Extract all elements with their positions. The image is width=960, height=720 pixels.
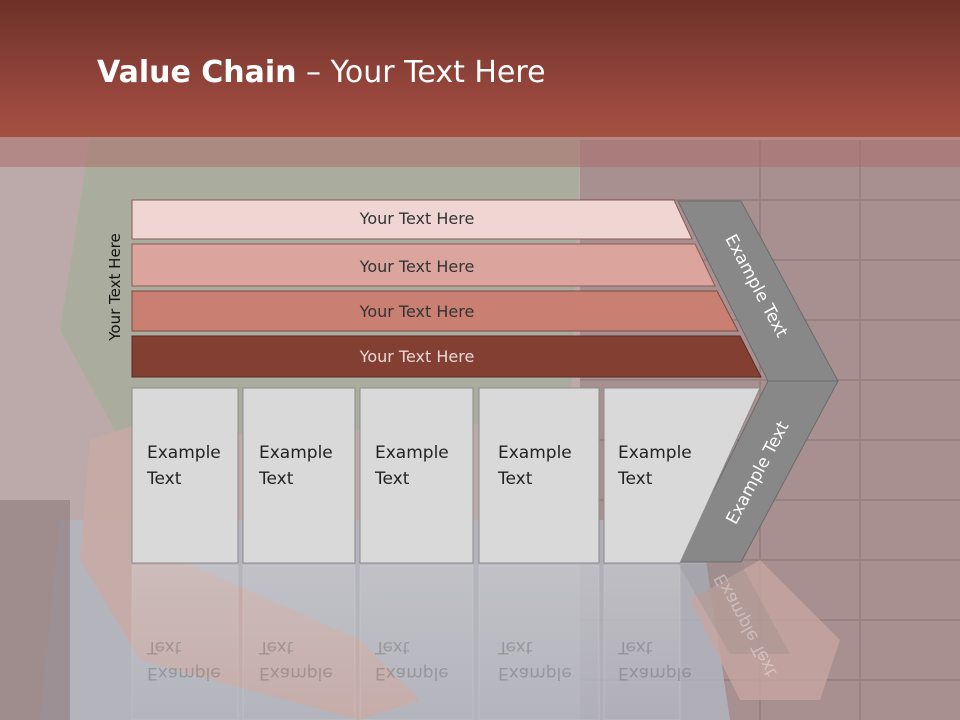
box-1-line2: Text [147,469,182,489]
box-2-line2-refl: Text [259,637,294,657]
box-4[interactable] [478,387,600,564]
bar-3-label: Your Text Here [359,302,475,321]
box-1-reflection [131,564,239,720]
title-rest: – Your Text Here [296,55,546,90]
box-3-line2-refl: Text [375,637,410,657]
box-1-label-reflection: Example Text [147,634,247,686]
box-5-label-reflection: Example Text [618,634,718,686]
bar-4[interactable] [131,335,762,378]
box-4-label-reflection: Example Text [498,634,598,686]
box-2-reflection [242,564,356,720]
box-3-label-reflection: Example Text [375,634,475,686]
title-bold: Value Chain [97,55,297,90]
box-4-reflection [478,564,600,720]
box-4-line2: Text [498,469,533,489]
box-2[interactable] [242,387,356,564]
box-2-label-reflection: Example Text [259,634,359,686]
box-5[interactable] [603,387,761,564]
bar-1[interactable] [131,199,693,240]
box-4-line1: Example [498,443,572,463]
bar-2[interactable] [131,243,716,287]
box-1-line2-refl: Text [147,637,182,657]
header-banner [0,0,960,137]
slide-title: Value Chain – Your Text Here [97,55,546,90]
box-3[interactable] [359,387,474,564]
box-4-line1-refl: Example [498,663,572,683]
box-5-line2-refl: Text [618,637,653,657]
box-4-line2-refl: Text [498,637,533,657]
bar-4-label: Your Text Here [359,347,475,366]
box-3-line1-refl: Example [375,663,449,683]
bar-1-label: Your Text Here [359,209,475,228]
box-5-line2: Text [618,469,653,489]
box-5-line1-refl: Example [618,663,692,683]
header-band [0,137,960,167]
box-1-line1-refl: Example [147,663,221,683]
box-5-reflection [603,564,681,720]
box-1-line1: Example [147,443,221,463]
box-2-line1-refl: Example [259,663,333,683]
bar-2-label: Your Text Here [359,257,475,276]
box-3-line1: Example [375,443,449,463]
box-5-line1: Example [618,443,692,463]
chevron-reflection [678,564,790,654]
box-2-line2: Text [259,469,294,489]
bar-3[interactable] [131,290,739,332]
box-1[interactable] [131,387,239,564]
box-2-line1: Example [259,443,333,463]
box-3-reflection [359,564,474,720]
box-3-line2: Text [375,469,410,489]
